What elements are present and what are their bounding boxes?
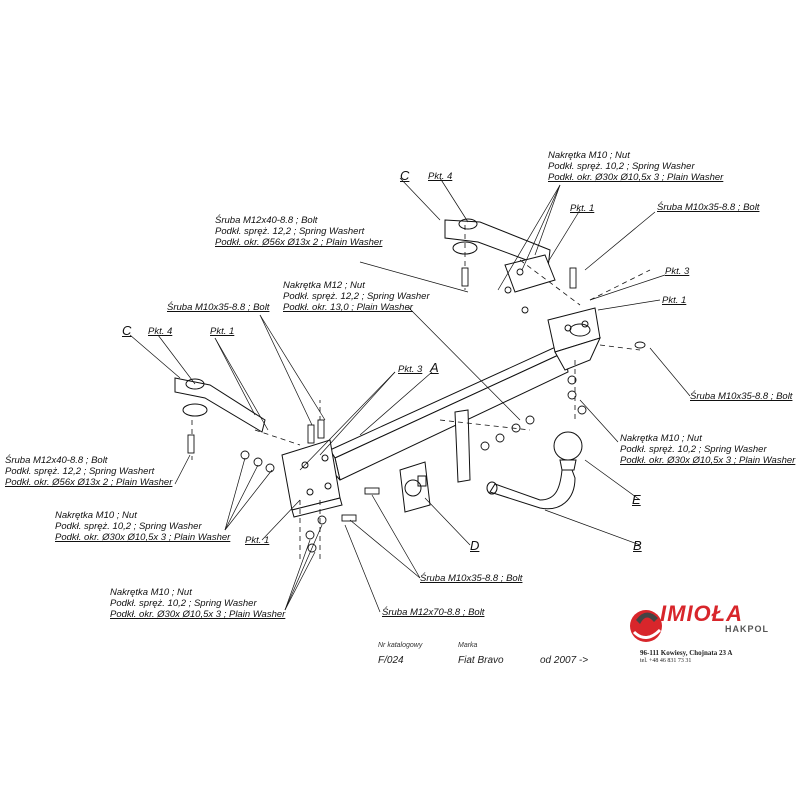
callout-nut-m10-right: Nakrętka M10 ; Nut Podkł. spręż. 10,2 ; … <box>620 433 796 466</box>
left-strap <box>174 377 266 433</box>
imiola-logo-mark <box>630 610 662 642</box>
left-bracket <box>281 439 343 518</box>
make-header: Marka <box>458 642 478 649</box>
pkt1-bottom: Pkt. 1 <box>245 535 270 546</box>
callout-bolt-m10x35-right: Śruba M10x35-8.8 ; Bolt <box>690 391 793 402</box>
callout-bolt-m10x35-right-top: Śruba M10x35-8.8 ; Bolt <box>657 202 760 213</box>
company-address: 96-111 Kowiesy, Chojnata 23 A <box>640 649 733 657</box>
callout-bolt-m10x35-bottom: Śruba M10x35-8.8 ; Bolt <box>420 573 523 584</box>
pkt4-left: Pkt. 4 <box>148 326 173 337</box>
letter-b: B <box>633 538 642 553</box>
callout-nut-m10-top: Nakrętka M10 ; Nut Podkł. spręż. 10,2 ; … <box>548 150 724 183</box>
pkt4-top: Pkt. 4 <box>428 171 453 182</box>
letter-a: A <box>430 360 439 375</box>
socket-plate <box>399 461 431 513</box>
pkt1-right: Pkt. 1 <box>662 295 687 306</box>
letter-c-left: C <box>122 323 132 338</box>
callout-bolt-m12x40-top: Śruba M12x40-8.8 ; Bolt Podkł. spręż. 12… <box>215 215 383 248</box>
center-plate <box>454 409 471 483</box>
catalog-header: Nr katalogowy <box>378 642 423 649</box>
pkt3-right: Pkt. 3 <box>665 266 690 277</box>
vehicle-make: Fiat Bravo <box>458 655 504 666</box>
callout-nut-m10-bottom: Nakrętka M10 ; Nut Podkł. spręż. 10,2 ; … <box>110 587 286 620</box>
callout-bolt-m10x35-left: Śruba M10x35-8.8 ; Bolt <box>167 302 270 313</box>
brand-sub: HAKPOL <box>725 624 769 634</box>
pkt1-left: Pkt. 1 <box>210 326 235 337</box>
brand-name: IMIOŁA <box>660 601 743 626</box>
right-strap <box>444 218 556 293</box>
company-phone: tel. +48 46 831 73 31 <box>640 658 692 664</box>
removable-neck <box>486 469 576 510</box>
tow-ball <box>553 431 583 471</box>
letter-d: D <box>470 538 480 553</box>
vehicle-year: od 2007 -> <box>540 655 589 666</box>
callout-bolt-m12x70: Śruba M12x70-8.8 ; Bolt <box>382 607 485 618</box>
pkt1-top: Pkt. 1 <box>570 203 595 214</box>
hardware <box>187 267 646 553</box>
callout-nut-m12: Nakrętka M12 ; Nut Podkł. spręż. 12,2 ; … <box>283 280 430 313</box>
catalog-number: F/024 <box>378 655 404 666</box>
callout-bolt-m12x40-left: Śruba M12x40-8.8 ; Bolt Podkł. spręż. 12… <box>5 455 173 488</box>
right-bracket <box>547 307 601 371</box>
letter-c-top: C <box>400 168 410 183</box>
letter-e: E <box>632 492 641 507</box>
crossbar-beam <box>329 344 569 481</box>
callout-nut-m10-left: Nakrętka M10 ; Nut Podkł. spręż. 10,2 ; … <box>55 510 231 543</box>
pkt3-center: Pkt. 3 <box>398 364 423 375</box>
